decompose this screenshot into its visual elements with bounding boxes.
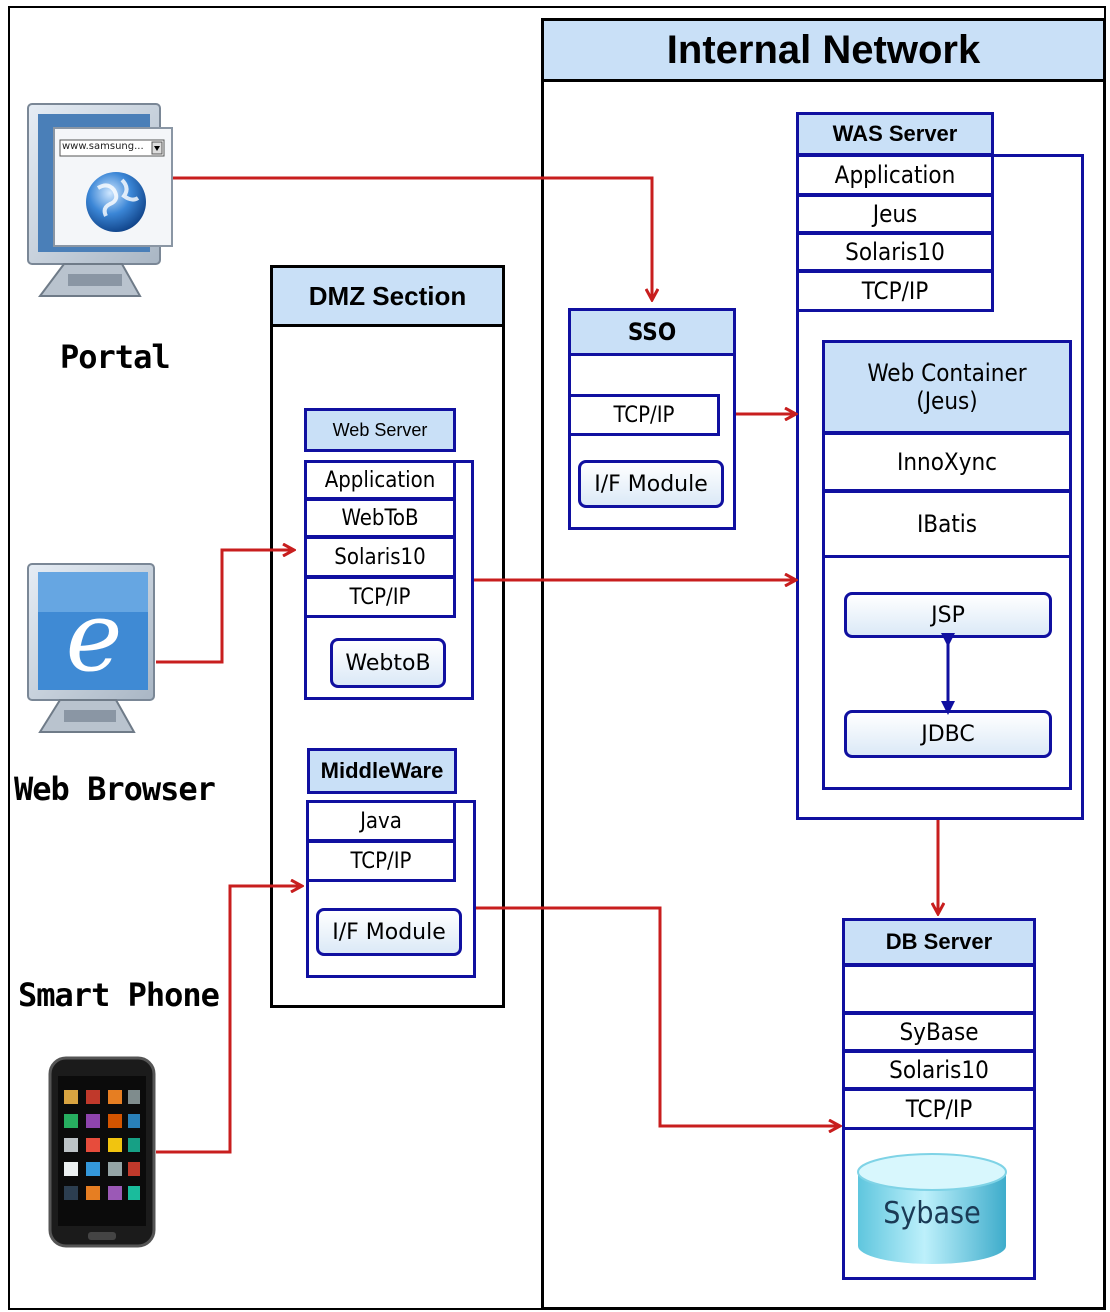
web-server-stack-label: TCP/IP (349, 584, 411, 610)
web-container-title-line1: Web Container (867, 359, 1027, 387)
was-server-header: WAS Server (796, 112, 994, 156)
jsp-label: JSP (931, 602, 965, 628)
db-stack-label: SyBase (899, 1018, 979, 1046)
smart-phone-label: Smart Phone (18, 976, 220, 1014)
db-server-title: DB Server (885, 929, 993, 954)
web-server-stack-label: WebToB (341, 505, 419, 531)
portal-url-text: www.samsung... (62, 141, 144, 152)
was-stack-solaris: Solaris10 (796, 232, 994, 272)
was-stack-tcpip: TCP/IP (796, 270, 994, 312)
portal-to-sso-line (170, 176, 652, 300)
web-server-stack-webtob: WebToB (304, 498, 456, 538)
dmz-section-title-text: DMZ Section (308, 280, 467, 311)
sso-header: SSO (568, 308, 736, 356)
middleware-title: MiddleWare (320, 758, 444, 783)
middleware-stack-label: TCP/IP (350, 848, 412, 874)
middleware-to-db-line (476, 906, 840, 1126)
web-server-stack-tcpip: TCP/IP (304, 576, 456, 618)
db-server-header: DB Server (842, 918, 1036, 966)
web-server-header: Web Server (304, 408, 456, 452)
db-stack-label: Solaris10 (889, 1056, 989, 1084)
webtob-module-label: WebtoB (345, 650, 431, 676)
web-container-header: Web Container (Jeus) (822, 340, 1072, 434)
web-browser-label: Web Browser (14, 770, 216, 808)
was-stack-label: Application (834, 161, 956, 189)
web-server-stack-label: Solaris10 (334, 544, 426, 570)
web-container-row-ibatis: IBatis (822, 490, 1072, 558)
was-stack-label: Jeus (872, 200, 918, 228)
svg-text:e: e (66, 581, 123, 693)
was-stack-label: TCP/IP (861, 277, 929, 305)
dmz-section-title: DMZ Section (270, 265, 505, 327)
was-stack-label: Solaris10 (845, 238, 945, 266)
internal-network-title: Internal Network (541, 18, 1106, 82)
sso-if-module: I/F Module (578, 460, 724, 508)
sybase-cylinder-icon (857, 1153, 1007, 1264)
web-server-title: Web Server (332, 419, 428, 440)
sso-stack-label: TCP/IP (613, 402, 675, 428)
jdbc-component: JDBC (844, 710, 1052, 758)
web-container-title-line2: (Jeus) (916, 387, 978, 415)
middleware-if-module-label: I/F Module (332, 919, 446, 945)
phone-to-middleware-line (156, 886, 302, 1154)
middleware-stack-label: Java (360, 808, 402, 834)
sso-title: SSO (627, 318, 677, 346)
internal-network-title-text: Internal Network (666, 27, 981, 72)
portal-label: Portal (60, 338, 171, 376)
smart-phone-icon (48, 1056, 156, 1248)
webtob-module: WebtoB (330, 638, 446, 688)
sso-stack-tcpip: TCP/IP (568, 394, 720, 436)
db-stack-solaris: Solaris10 (842, 1050, 1036, 1090)
sso-if-module-label: I/F Module (594, 471, 708, 497)
web-container-row-innoxync: InnoXync (822, 432, 1072, 492)
middleware-stack-java: Java (306, 800, 456, 842)
portal-monitor-icon (27, 103, 173, 297)
jdbc-label: JDBC (921, 721, 975, 747)
db-stack-tcpip: TCP/IP (842, 1088, 1036, 1130)
browser-to-web-server-line (156, 550, 294, 664)
web-container-row-label: IBatis (916, 510, 978, 538)
was-server-title: WAS Server (832, 121, 958, 146)
web-server-stack-label: Application (324, 467, 436, 493)
db-stack-label: TCP/IP (905, 1095, 973, 1123)
web-browser-monitor-icon: e (27, 563, 155, 733)
sybase-cylinder-label: Sybase (883, 1196, 981, 1231)
middleware-if-module: I/F Module (316, 908, 462, 956)
db-stack-empty (842, 964, 1036, 1014)
middleware-stack-tcpip: TCP/IP (306, 840, 456, 882)
middleware-header: MiddleWare (307, 748, 457, 794)
web-container-row-label: InnoXync (896, 448, 998, 476)
